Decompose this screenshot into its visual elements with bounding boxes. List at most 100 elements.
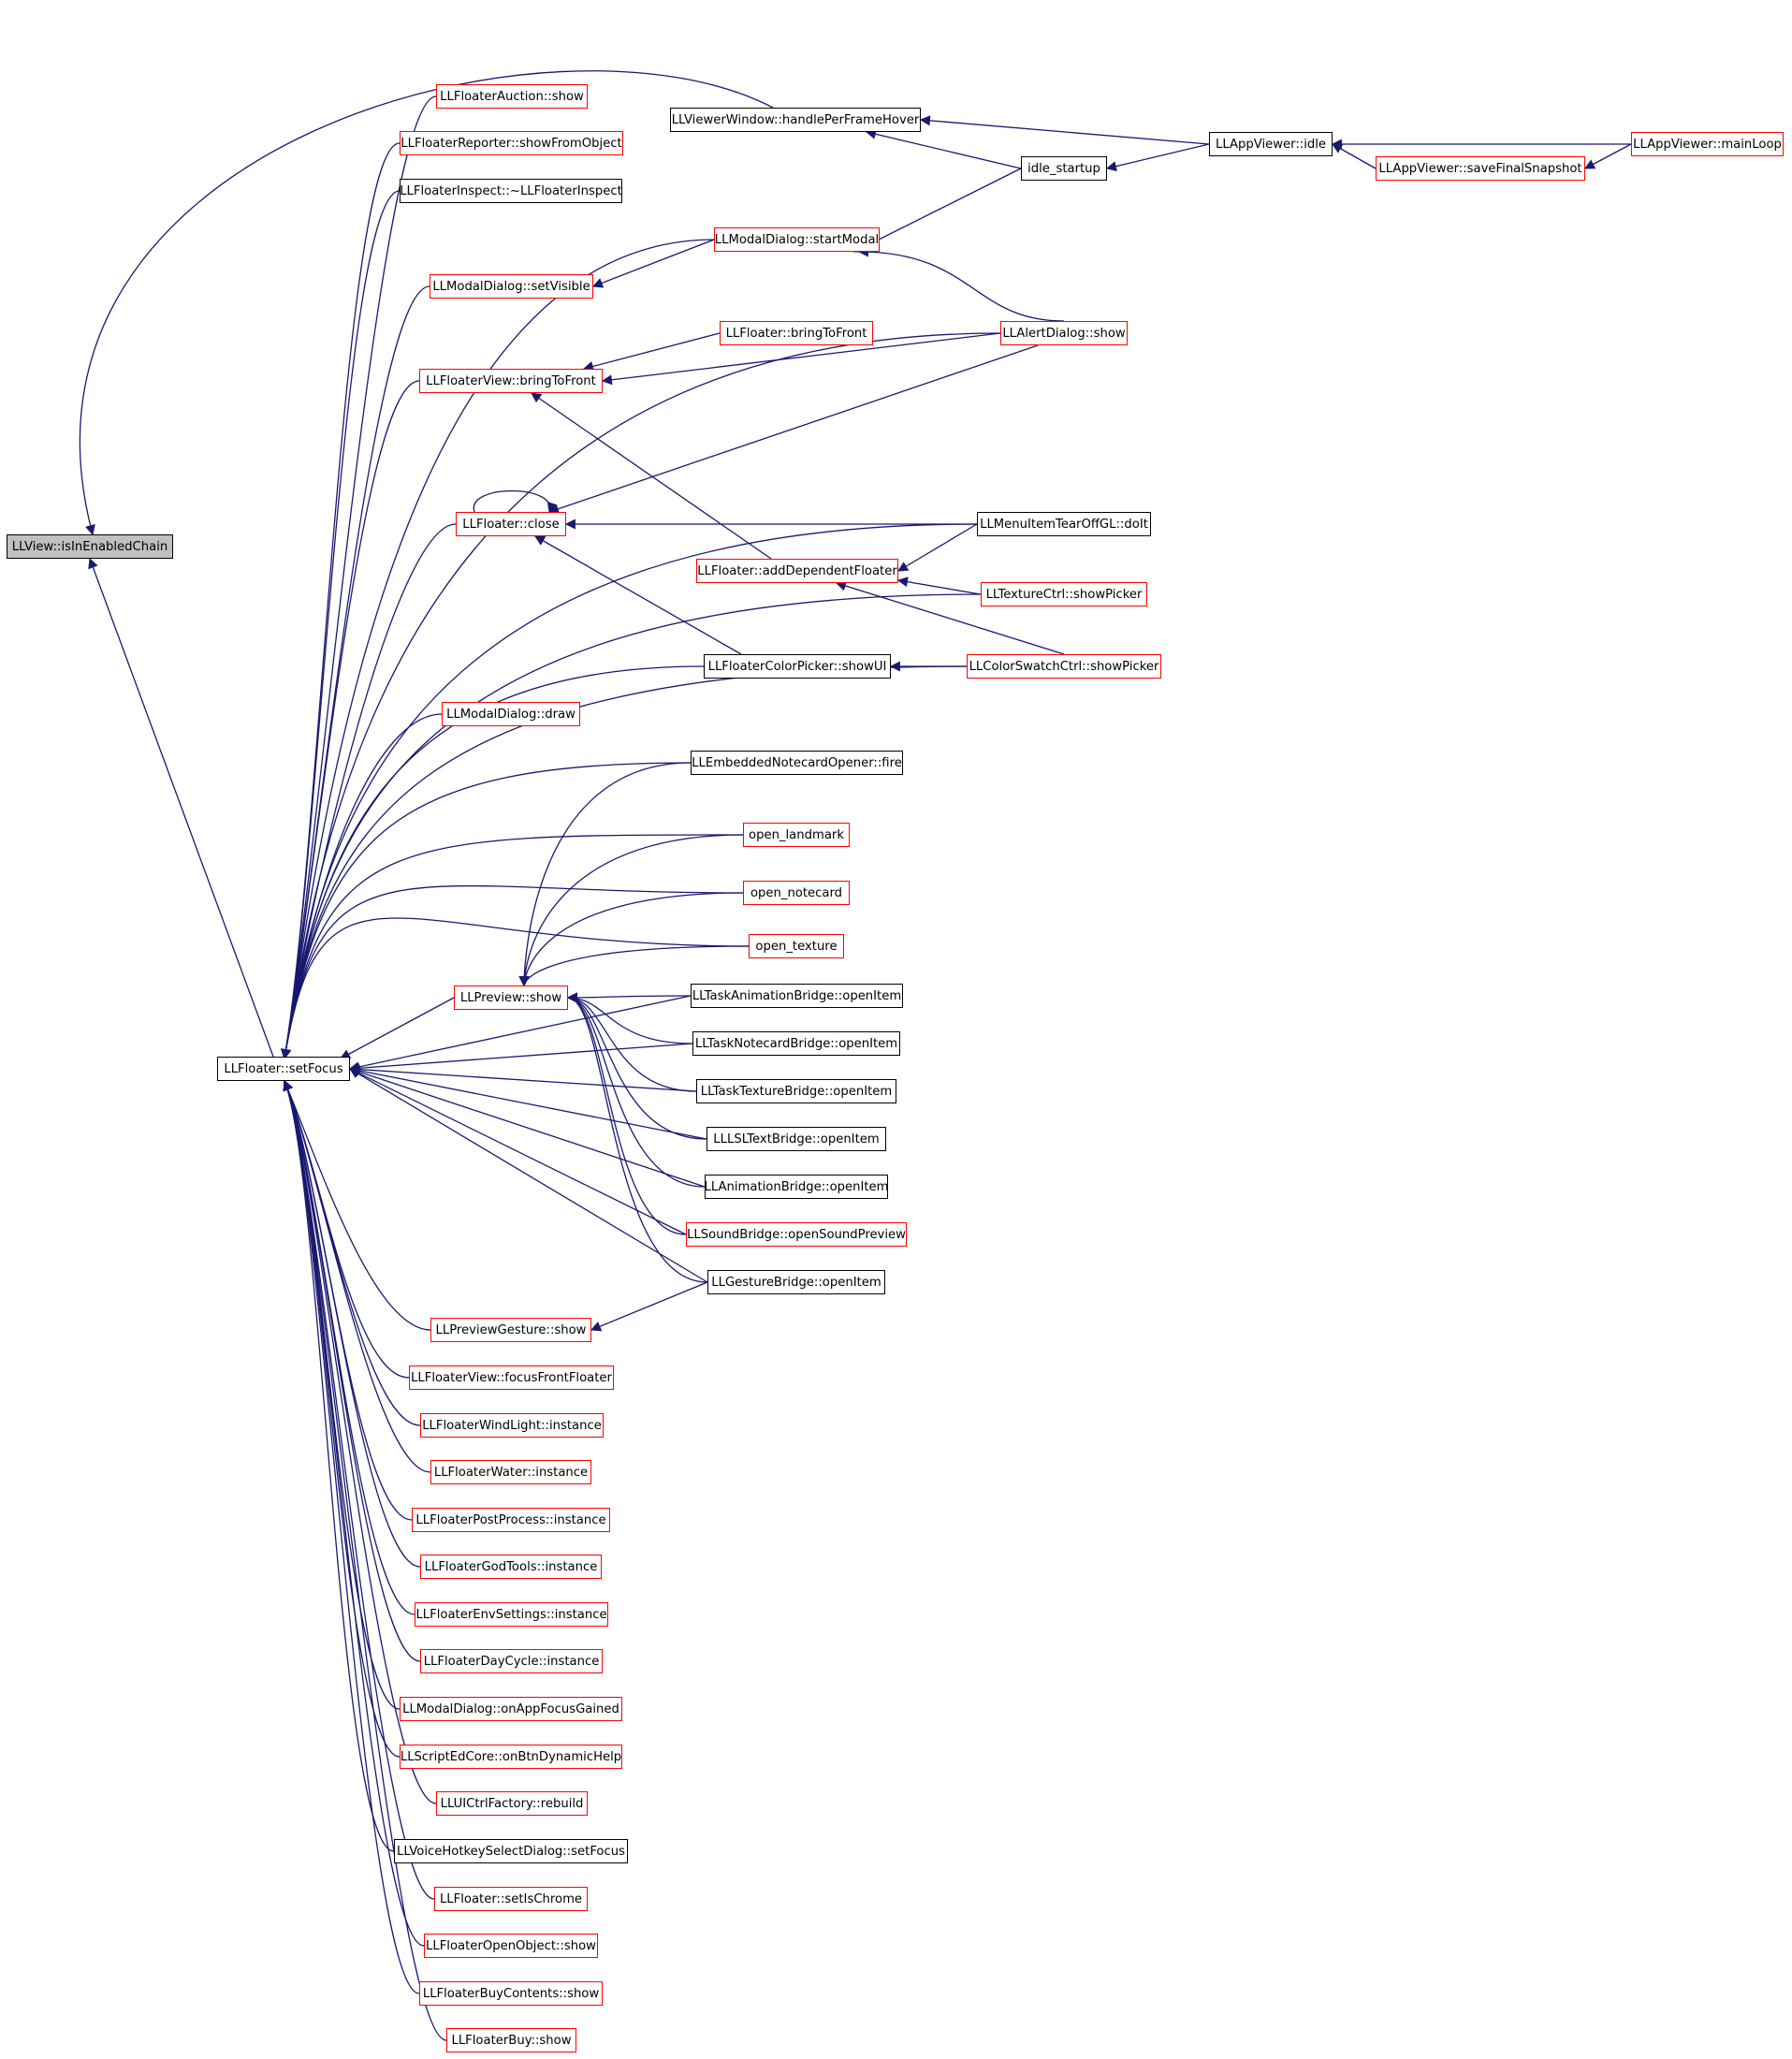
node-idle-startup[interactable]: idle_startup xyxy=(1021,156,1107,181)
edge-floaterClose-to-setfocus xyxy=(281,523,457,1060)
node-lltaskanimationbridge-openitem[interactable]: LLTaskAnimationBridge::openItem xyxy=(691,984,903,1008)
edge-alertShow-to-setfocus xyxy=(281,332,1001,1060)
node-llfloaterwindlight-instance[interactable]: LLFloaterWindLight::instance xyxy=(420,1413,604,1438)
node-llgesturebridge-openitem[interactable]: LLGestureBridge::openItem xyxy=(707,1270,885,1294)
edge-taskTexture-to-setfocus xyxy=(348,1064,697,1092)
edge-idlestartup-to-handlehover xyxy=(865,128,1022,169)
node-llalertdialog-show[interactable]: LLAlertDialog::show xyxy=(1000,321,1128,345)
node-llmodaldialog-onappfocusgained[interactable]: LLModalDialog::onAppFocusGained xyxy=(400,1697,622,1721)
edge-alertshow-to-startmodal xyxy=(857,246,1065,322)
node-llcolorswatchctrl-showpicker[interactable]: LLColorSwatchCtrl::showPicker xyxy=(967,654,1161,679)
edge-floaterViewBringToFront-to-setfocus xyxy=(281,380,420,1060)
node-llmodaldialog-startmodal[interactable]: LLModalDialog::startModal xyxy=(714,227,880,252)
edge-texturepicker-to-adddependent xyxy=(896,577,982,595)
edge-buyContents-to-setfocus xyxy=(283,1079,420,1994)
edge-tearoff-to-adddependent xyxy=(897,523,978,572)
node-llvoicehotkeyselectdialog-setfocus[interactable]: LLVoiceHotkeySelectDialog::setFocus xyxy=(394,1839,628,1863)
edge-previewshow-to-setfocus xyxy=(340,997,455,1059)
node-llfloaterauction-show[interactable]: LLFloaterAuction::show xyxy=(436,84,588,109)
edge-appidle-to-handlehover xyxy=(919,115,1210,145)
edge-dayCycle-to-setfocus xyxy=(283,1079,421,1662)
node-llview-isinenabledchain: LLView::isInEnabledChain xyxy=(7,534,173,559)
node-llmenuitemtearoffgl-doit[interactable]: LLMenuItemTearOffGL::doIt xyxy=(977,512,1151,536)
edge-taskAnim-to-previewshow xyxy=(566,992,692,1003)
node-llpreviewgesture-show[interactable]: LLPreviewGesture::show xyxy=(430,1318,591,1342)
edge-taskAnim-to-setfocus xyxy=(348,995,692,1073)
node-llfloater-setfocus[interactable]: LLFloater::setFocus xyxy=(217,1057,350,1081)
edge-taskNotecard-to-setfocus xyxy=(348,1043,693,1073)
node-llfloater-close[interactable]: LLFloater::close xyxy=(456,512,566,536)
edge-tearOff-to-setfocus xyxy=(281,523,978,1060)
edge-alertshow-to-floaterviewbringtofront xyxy=(601,332,1001,386)
edge-embeddedFire-to-setfocus xyxy=(281,762,692,1060)
edge-colorPickerShowUI-to-setfocus xyxy=(281,665,705,1060)
node-llsoundbridge-opensoundpreview[interactable]: LLSoundBridge::openSoundPreview xyxy=(686,1222,907,1247)
edge-handlehover-to-isinenabledchain xyxy=(79,70,774,536)
edge-close-self-loop xyxy=(473,489,558,514)
edge-idlestartup-to-startmodal xyxy=(853,168,1022,253)
node-lltasknotecardbridge-openitem[interactable]: LLTaskNotecardBridge::openItem xyxy=(692,1031,900,1056)
node-llscriptedcore-onbtndynamichelp[interactable]: LLScriptEdCore::onBtnDynamicHelp xyxy=(400,1745,622,1769)
node-llanimationbridge-openitem[interactable]: LLAnimationBridge::openItem xyxy=(704,1175,889,1199)
node-llviewerwindow-handleperframehover[interactable]: LLViewerWindow::handlePerFrameHover xyxy=(670,108,921,132)
edge-animBridge-to-previewshow xyxy=(566,992,706,1188)
node-llappviewer-savefinalsnapshot[interactable]: LLAppViewer::saveFinalSnapshot xyxy=(1376,156,1585,181)
node-llfloaterwater-instance[interactable]: LLFloaterWater::instance xyxy=(430,1460,591,1484)
edge-swatchpicker-to-adddependent xyxy=(835,580,1065,655)
edge-godTools-to-setfocus xyxy=(283,1079,421,1568)
edge-openTexture-to-setfocus xyxy=(281,917,750,1060)
node-open-landmark[interactable]: open_landmark xyxy=(743,823,850,847)
node-llfloaterinspect-destructor[interactable]: LLFloaterInspect::~LLFloaterInspect xyxy=(400,179,622,203)
node-llappviewer-idle[interactable]: LLAppViewer::idle xyxy=(1209,132,1333,156)
edge-lslText-to-previewshow xyxy=(566,992,707,1140)
edge-setfocus-to-isinenabledchain xyxy=(88,557,274,1058)
edge-animBridge-to-setfocus xyxy=(348,1066,706,1188)
node-open-notecard[interactable]: open_notecard xyxy=(743,881,850,905)
node-llfloater-adddependentfloater[interactable]: LLFloater::addDependentFloater xyxy=(696,559,898,583)
node-llfloaterview-focusfrontfloater[interactable]: LLFloaterView::focusFrontFloater xyxy=(409,1365,614,1390)
edge-colorpicker-to-close xyxy=(534,535,742,655)
edge-previewGestureShow-to-setfocus xyxy=(283,1079,431,1331)
node-llfloater-bringtofront[interactable]: LLFloater::bringToFront xyxy=(720,321,873,345)
node-llfloaterdaycycle-instance[interactable]: LLFloaterDayCycle::instance xyxy=(420,1649,603,1673)
node-llfloateropenobject-show[interactable]: LLFloaterOpenObject::show xyxy=(424,1934,598,1958)
edge-adddependent-to-floaterviewbringtofront xyxy=(531,392,772,560)
node-llfloatergodtools-instance[interactable]: LLFloaterGodTools::instance xyxy=(420,1555,602,1579)
edge-savesnapshot-to-appidle xyxy=(1332,143,1377,169)
edge-water-to-setfocus xyxy=(283,1079,431,1473)
edge-gesturebridge-to-previewgestureshow xyxy=(590,1281,708,1332)
edge-taskNotecard-to-previewshow xyxy=(566,992,693,1044)
node-llappviewer-mainloop[interactable]: LLAppViewer::mainLoop xyxy=(1631,132,1784,156)
node-open-texture[interactable]: open_texture xyxy=(749,934,844,958)
node-llfloaterbuycontents-show[interactable]: LLFloaterBuyContents::show xyxy=(419,1981,603,2006)
edge-gestureBridge-to-previewshow xyxy=(566,992,708,1283)
node-llmodaldialog-setvisible[interactable]: LLModalDialog::setVisible xyxy=(430,274,593,299)
edge-alertshow-to-close xyxy=(547,344,1039,515)
edge-startmodal-to-setvisible xyxy=(591,239,715,288)
node-llfloater-setischrome[interactable]: LLFloater::setIsChrome xyxy=(434,1887,588,1911)
node-llpreview-show[interactable]: LLPreview::show xyxy=(454,986,568,1010)
edge-appidle-to-idlestartup xyxy=(1105,143,1210,172)
edge-openTexture-to-previewshow xyxy=(518,945,750,987)
node-llfloatercolorpicker-showui[interactable]: LLFloaterColorPicker::showUI xyxy=(704,654,891,679)
edge-gestureBridge-to-setfocus xyxy=(349,1068,708,1283)
edge-inspectDtor-to-setfocus xyxy=(281,190,401,1060)
edge-floaterbringtofront-to-floaterviewbringtofront xyxy=(582,332,721,372)
node-lltasktexturebridge-openitem[interactable]: LLTaskTextureBridge::openItem xyxy=(696,1079,896,1103)
edge-lslText-to-setfocus xyxy=(348,1065,707,1140)
node-llfloaterbuy-show[interactable]: LLFloaterBuy::show xyxy=(446,2028,576,2052)
edge-soundBridge-to-previewshow xyxy=(566,992,687,1235)
node-llfloaterview-bringtofront[interactable]: LLFloaterView::bringToFront xyxy=(419,369,603,393)
node-lllsltextbridge-openitem[interactable]: LLLSLTextBridge::openItem xyxy=(707,1127,886,1151)
edge-openNotecard-to-setfocus xyxy=(281,884,744,1060)
node-lluictrlfactory-rebuild[interactable]: LLUICtrlFactory::rebuild xyxy=(436,1791,588,1816)
node-llmodaldialog-draw[interactable]: LLModalDialog::draw xyxy=(442,702,580,726)
edge-openLandmark-to-setfocus xyxy=(281,834,744,1060)
node-llembeddednotecardopener-fire[interactable]: LLEmbeddedNotecardOpener::fire xyxy=(691,751,903,775)
node-llfloaterpostprocess-instance[interactable]: LLFloaterPostProcess::instance xyxy=(412,1508,610,1532)
node-lltexturectrl-showpicker[interactable]: LLTextureCtrl::showPicker xyxy=(981,582,1147,606)
node-llfloaterreporter-showfromobject[interactable]: LLFloaterReporter::showFromObject xyxy=(400,131,623,155)
node-llfloaterenvsettings-instance[interactable]: LLFloaterEnvSettings::instance xyxy=(415,1602,608,1627)
